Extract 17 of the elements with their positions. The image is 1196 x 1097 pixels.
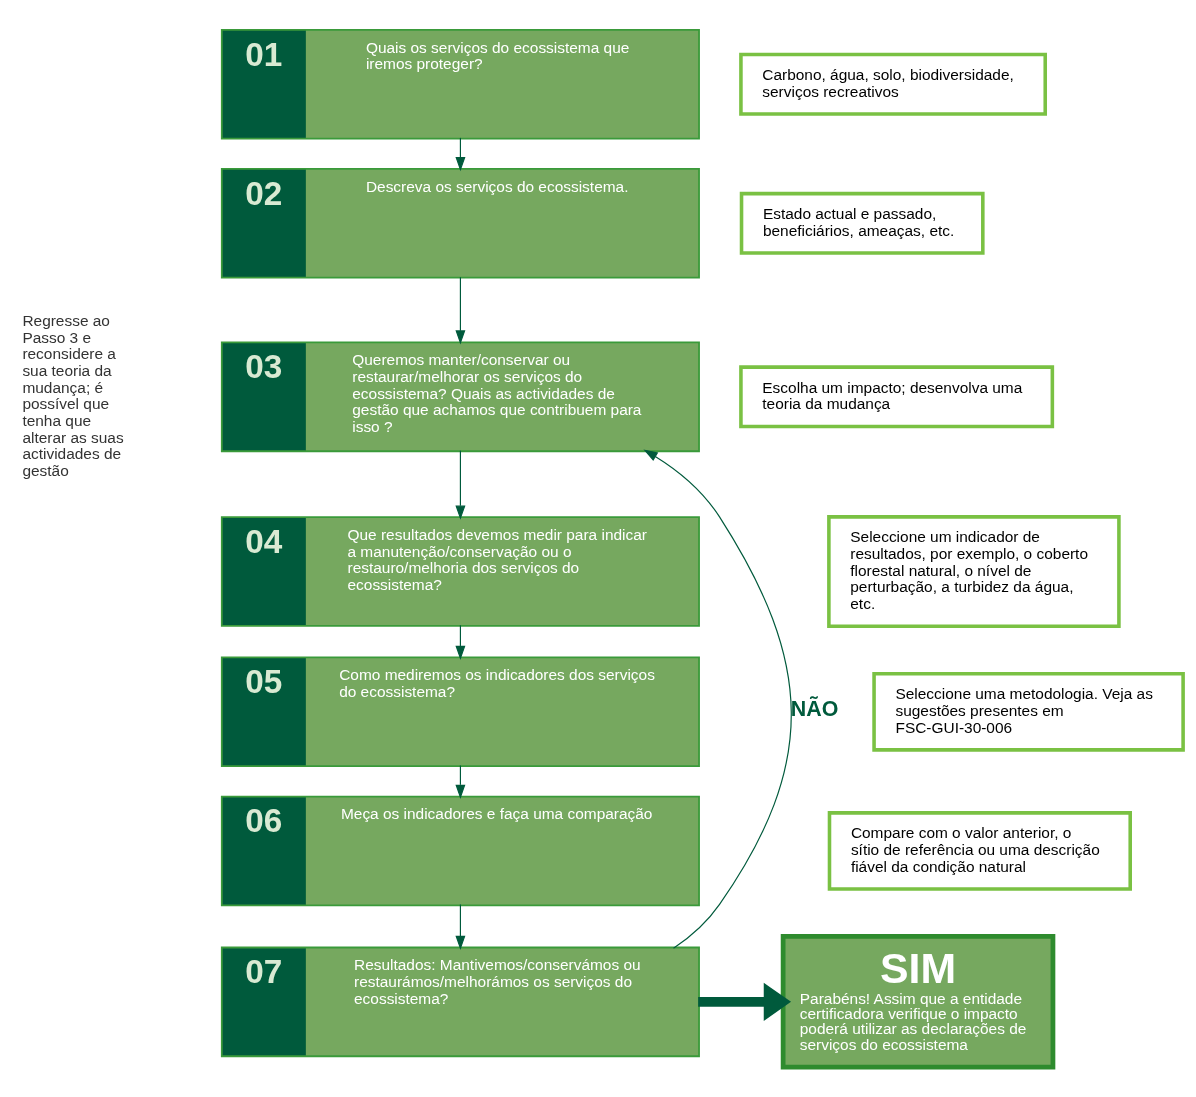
arrow [455, 276, 466, 345]
arrow [698, 982, 792, 1021]
node-box: Escolha um impacto; desenvolva uma teoria da mudança [739, 364, 1055, 428]
label: Regresse ao Passo 3 e reconsidere a sua teoria da mudança; é possível que tenha que alterar as suas actividades de gestão [22, 311, 124, 479]
node-box: Seleccione uma metodologia. Veja as sugestões presentes em FSC-GUI-30-006 [872, 671, 1185, 752]
node-box: Carbono, água, solo, biodiversidade, serviços recreativos [739, 52, 1047, 116]
edge-label: NÃO [790, 696, 839, 721]
node-box: Seleccione um indicador de resultados, por exemplo, o coberto florestal natural, o nível de perturbação, a turbidez da água, etc. [827, 514, 1121, 628]
node-box: Compare com o valor anterior, o sítio de referência ou uma descrição fiável da condição natural [827, 810, 1132, 891]
arrow [455, 624, 466, 660]
arrow [455, 449, 466, 520]
arrow [455, 136, 466, 171]
node-box: Estado actual e passado, beneficiários, ameaças, etc. [739, 191, 985, 255]
node-box: SIM Parabéns! Assim que a entidade certificadora verifique o impacto poderá utilizar as declarações de serviços do ecossistema [780, 933, 1056, 1070]
arrow [643, 448, 792, 949]
arrow [455, 903, 466, 950]
arrow [455, 764, 466, 799]
